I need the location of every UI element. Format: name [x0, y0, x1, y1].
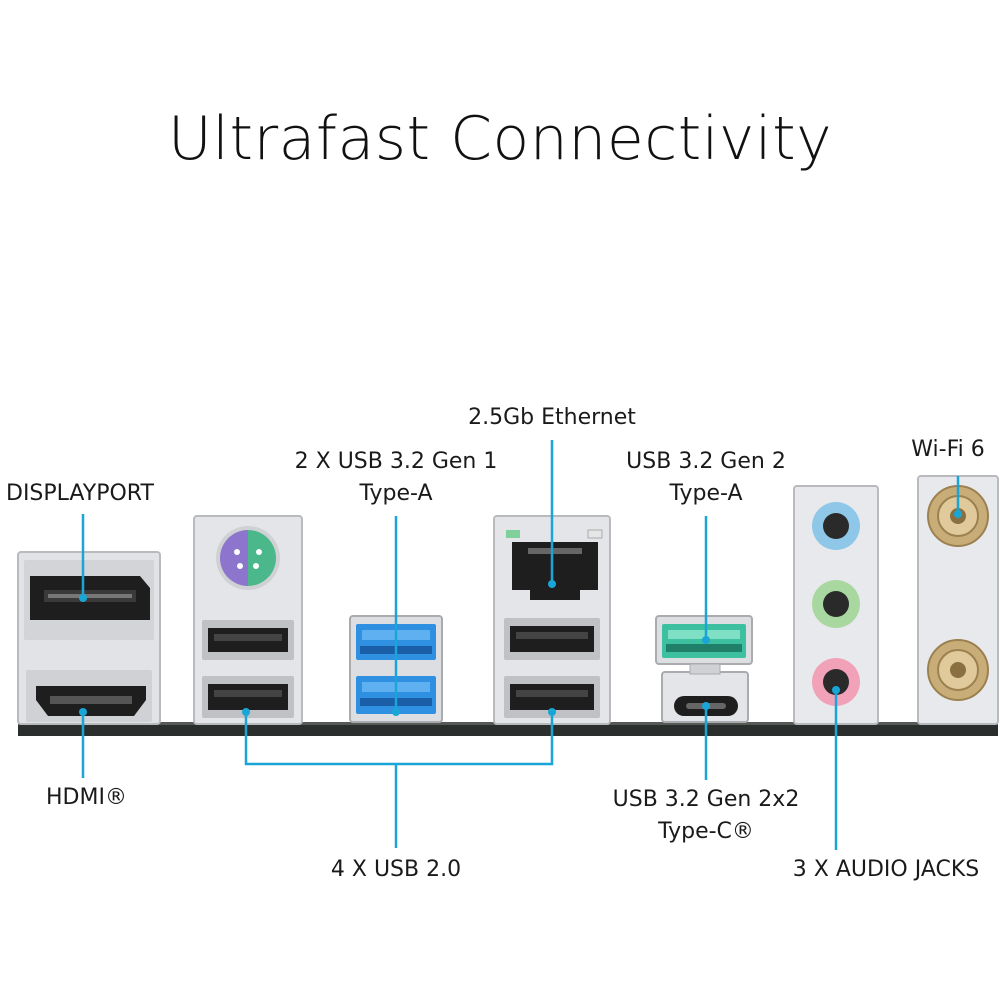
wifi-housing	[917, 475, 999, 725]
label-wifi: Wi-Fi 6	[911, 437, 985, 462]
label-usb-c: USB 3.2 Gen 2x2 Type-C®	[606, 784, 806, 848]
label-usb-gen1-line2: Type-A	[359, 481, 433, 506]
audio-jack-icon	[812, 502, 860, 550]
label-audio: 3 X AUDIO JACKS	[792, 857, 980, 882]
antenna-connector-icon	[927, 639, 989, 701]
rj45-port-icon	[512, 542, 598, 600]
audio-housing	[793, 485, 879, 725]
label-usb-gen2: USB 3.2 Gen 2 Type-A	[616, 446, 796, 510]
callout-dots	[79, 510, 962, 716]
audio-jack-icon	[812, 580, 860, 628]
hdmi-connector-icon	[36, 686, 146, 716]
page-title: Ultrafast Connectivity	[167, 104, 833, 174]
displayport-connector-icon	[30, 576, 150, 620]
label-ethernet: 2.5Gb Ethernet	[468, 405, 636, 430]
label-usb-gen2-line2: Type-A	[669, 481, 743, 506]
ethernet-usb-housing	[493, 515, 611, 725]
usb-a-port-icon	[504, 618, 600, 660]
label-usb-gen2-line1: USB 3.2 Gen 2	[626, 449, 786, 474]
label-displayport: DISPLAYPORT	[6, 481, 154, 506]
callout-lines	[81, 440, 960, 850]
label-usb20: 4 X USB 2.0	[330, 857, 462, 882]
label-usb-c-line2: Type-C®	[658, 819, 754, 844]
motherboard-edge	[18, 722, 998, 736]
label-usb-gen1: 2 X USB 3.2 Gen 1 Type-A	[286, 446, 506, 510]
usb-a-port-icon	[504, 676, 600, 718]
label-usb-gen1-line1: 2 X USB 3.2 Gen 1	[294, 449, 498, 474]
usb-a-port-icon	[202, 620, 294, 660]
label-hdmi: HDMI®	[46, 785, 127, 810]
video-port-housing	[17, 551, 161, 725]
ps2-usb-housing	[193, 515, 303, 725]
audio-jack-icon	[812, 658, 860, 706]
ps2-combo-port-icon	[216, 526, 280, 590]
label-usb-c-line1: USB 3.2 Gen 2x2	[612, 787, 800, 812]
usb-a-port-icon	[202, 676, 294, 718]
callout-usb20-bracket	[244, 712, 554, 766]
